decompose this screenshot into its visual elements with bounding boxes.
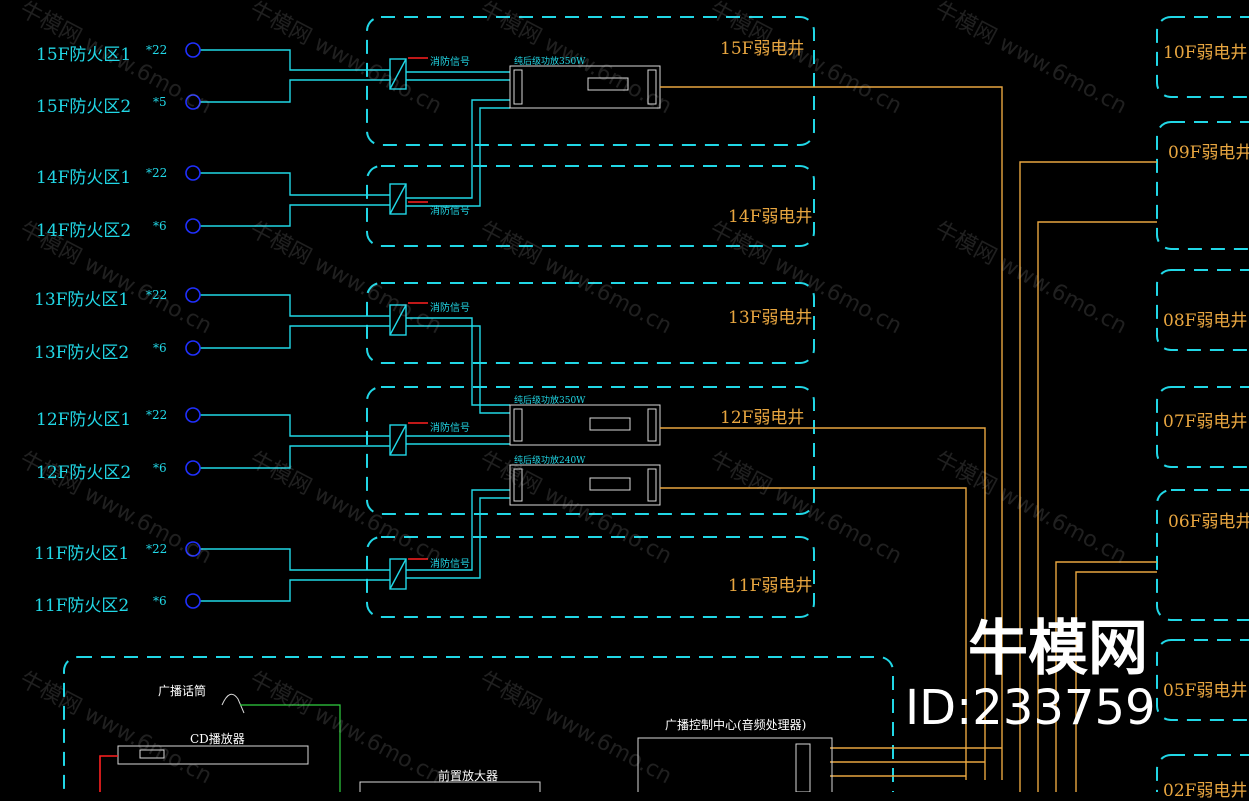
- shaft-label: 10F弱电井: [1163, 43, 1248, 63]
- fire-signal-label: 消防信号: [430, 303, 470, 314]
- shaft-label: 12F弱电井: [720, 408, 805, 428]
- speaker-count: *5: [153, 95, 167, 109]
- fire-signal-leads: [408, 57, 428, 560]
- box-09f: [1156, 121, 1249, 250]
- zone-label: 15F防火区2: [36, 97, 132, 117]
- box-14f: [366, 165, 815, 247]
- zone-label: 14F防火区2: [36, 221, 132, 241]
- speaker-count: *6: [153, 341, 167, 355]
- control-equipment: [117, 693, 833, 792]
- shaft-label: 13F弱电井: [728, 308, 813, 328]
- box-13f: [366, 282, 815, 364]
- amplifiers: [509, 65, 661, 506]
- shaft-label: 15F弱电井: [720, 39, 805, 59]
- box-10f: [1156, 16, 1249, 98]
- zone-label: 11F防火区1: [34, 544, 130, 564]
- zone-label: 13F防火区2: [34, 343, 130, 363]
- box-12f: [366, 386, 815, 515]
- cd-label: CD播放器: [190, 732, 245, 746]
- box-control-room: [63, 656, 894, 792]
- speaker-count: *22: [146, 43, 168, 57]
- brand-id: ID:233759: [905, 680, 1156, 736]
- speaker-count: *22: [146, 542, 168, 556]
- speaker-count: *6: [153, 219, 167, 233]
- box-05f: [1156, 639, 1249, 721]
- brand-name: 牛模网: [968, 614, 1148, 684]
- zone-label: 13F防火区1: [34, 290, 130, 310]
- amp-12f-a: [509, 404, 661, 446]
- shaft-label: 06F弱电井: [1168, 512, 1249, 532]
- control-center-label: 广播控制中心(音频处理器): [665, 718, 807, 732]
- speaker-count: *6: [153, 594, 167, 608]
- fire-signal-label: 消防信号: [430, 206, 470, 217]
- amp-title: 纯后级功放350W: [514, 396, 586, 406]
- zone-label: 11F防火区2: [34, 596, 130, 616]
- cd-player: [117, 745, 309, 765]
- mic-cable: [240, 704, 341, 792]
- speaker-count: *22: [146, 288, 168, 302]
- zone-label: 14F防火区1: [36, 168, 132, 188]
- shaft-label: 07F弱电井: [1163, 412, 1248, 432]
- cyan-wiring: [200, 49, 510, 602]
- box-08f: [1156, 269, 1249, 351]
- shaft-label: 05F弱电井: [1163, 681, 1248, 701]
- speaker-count: *22: [146, 166, 168, 180]
- box-15f: [366, 16, 815, 146]
- mic-label: 广播话筒: [158, 684, 207, 698]
- box-07f: [1156, 386, 1249, 468]
- orange-trunks: [660, 86, 1157, 792]
- zone-label: 15F防火区1: [36, 45, 132, 65]
- shaft-label: 08F弱电井: [1163, 311, 1248, 331]
- speaker-icons: [185, 42, 201, 609]
- amp-title: 纯后级功放350W: [514, 57, 586, 67]
- control-center: [637, 737, 833, 792]
- shaft-label: 14F弱电井: [728, 207, 813, 227]
- amp-15f: [509, 65, 661, 109]
- amp-title: 纯后级功放240W: [514, 456, 586, 466]
- mic: [221, 693, 245, 714]
- fire-signal-label: 消防信号: [430, 423, 470, 434]
- speaker-count: *22: [146, 408, 168, 422]
- preamp-label: 前置放大器: [438, 769, 499, 783]
- amp-12f-b: [509, 464, 661, 506]
- speaker-count: *6: [153, 461, 167, 475]
- fire-signal-label: 消防信号: [430, 559, 470, 570]
- fire-signal-label: 消防信号: [430, 57, 470, 68]
- preamp: [359, 781, 541, 792]
- zone-label: 12F防火区1: [36, 410, 132, 430]
- box-11f: [366, 536, 815, 618]
- zone-label: 12F防火区2: [36, 463, 132, 483]
- shaft-label: 11F弱电井: [728, 576, 813, 596]
- floor-boxes: [63, 16, 1249, 792]
- shaft-label: 02F弱电井: [1163, 781, 1248, 801]
- shaft-label: 09F弱电井: [1168, 143, 1249, 163]
